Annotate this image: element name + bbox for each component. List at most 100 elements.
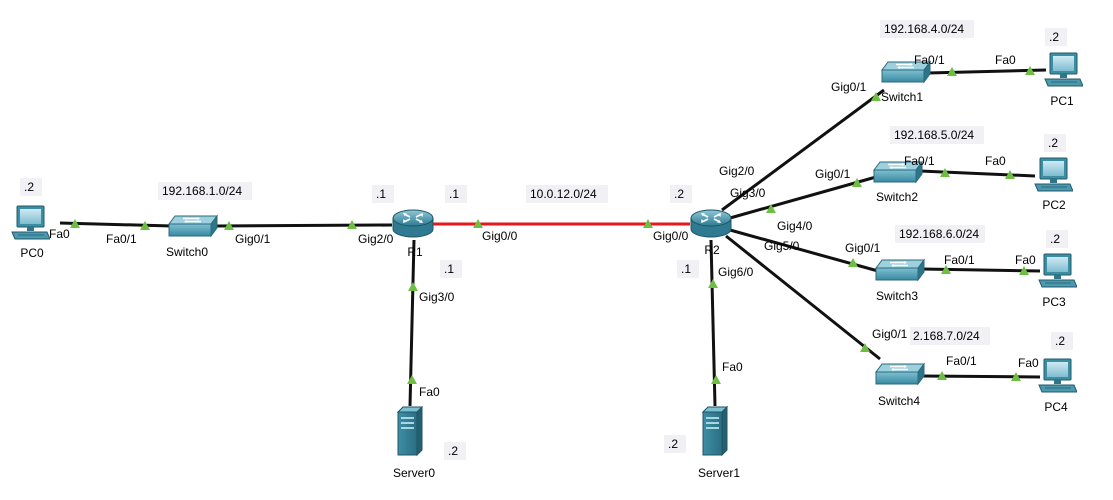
- port-label-r2-gig60: Gig6/0: [718, 265, 754, 279]
- port-indicator-r1-gig30: [408, 282, 418, 291]
- port-label-switch3-gig01: Gig0/1: [845, 241, 881, 255]
- port-label-switch1-fa01: Fa0/1: [914, 53, 945, 67]
- host-label-pc1: .2: [1049, 30, 1059, 44]
- device-pc4[interactable]: [1038, 358, 1077, 393]
- port-indicator-switch2-gig01: [852, 178, 862, 187]
- pc-icon: [1038, 253, 1077, 288]
- port-indicator-r2-gig30: [766, 204, 776, 213]
- network-label-192-168-7: 2.168.7.0/24: [913, 329, 980, 343]
- port-indicator-switch3-fa01: [941, 265, 951, 274]
- device-label-r2: R2: [704, 243, 720, 257]
- network-label-192-168-5: 192.168.5.0/24: [894, 128, 974, 142]
- port-label-r1-gig30: Gig3/0: [419, 290, 455, 304]
- switch-icon: [168, 215, 218, 237]
- port-label-server1-fa0: Fa0: [722, 360, 743, 374]
- port-label-r1-gig20: Gig2/0: [358, 232, 394, 246]
- text-labels: .2 Fa0 Fa0/1 Gig0/1 192.168.1.0/24 .1 Gi…: [24, 22, 1065, 458]
- link-pc0-switch0[interactable]: [59, 221, 173, 228]
- port-indicator-pc3-fa0: [1019, 266, 1029, 275]
- device-label-switch1: Switch1: [881, 90, 923, 104]
- port-label-pc2-fa0: Fa0: [985, 154, 1006, 168]
- device-r1[interactable]: [392, 209, 434, 238]
- device-pc2[interactable]: [1034, 157, 1073, 192]
- port-indicator-switch2-fa01: [940, 168, 950, 177]
- port-label-r2-gig30: Gig3/0: [730, 186, 766, 200]
- links-layer: [59, 68, 1047, 407]
- device-label-switch2: Switch2: [876, 190, 918, 204]
- port-label-switch4-gig01: Gig0/1: [872, 327, 908, 341]
- router-icon: [392, 209, 434, 238]
- pc-icon: [1034, 157, 1073, 192]
- device-pc1[interactable]: [1044, 52, 1083, 87]
- port-indicator-r2-gig60: [708, 279, 718, 288]
- ip-label-r1-gig20: .1: [376, 187, 386, 201]
- port-label-switch0-fa01: Fa0/1: [106, 232, 137, 246]
- host-label-pc3: .2: [1050, 232, 1060, 246]
- port-label-r1-gig00: Gig0/0: [482, 229, 518, 243]
- link-switch0-r1[interactable]: [215, 223, 393, 228]
- device-label-pc4: PC4: [1044, 400, 1068, 414]
- ip-label-r1-gig00: .1: [449, 187, 459, 201]
- device-r2[interactable]: [690, 209, 732, 238]
- port-label-switch4-fa01: Fa0/1: [946, 354, 977, 368]
- device-switch3[interactable]: [875, 259, 925, 281]
- port-indicator-switch3-gig01: [848, 258, 858, 267]
- link-r2-switch1[interactable]: [721, 88, 885, 212]
- host-label-server0: .2: [448, 444, 458, 458]
- port-label-switch3-fa01: Fa0/1: [944, 253, 975, 267]
- port-label-r2-gig20: Gig2/0: [719, 164, 755, 178]
- device-server1[interactable]: [702, 406, 728, 456]
- ip-label-r1-gig30: .1: [444, 262, 454, 276]
- port-label-r2-gig50: Gig5/0: [764, 239, 800, 253]
- port-label-switch2-gig01: Gig0/1: [815, 167, 851, 181]
- link-r2-switch4[interactable]: [725, 234, 881, 361]
- port-label-server0-fa0: Fa0: [419, 385, 440, 399]
- port-indicator-switch0-gig01: [224, 221, 234, 230]
- pc-icon: [11, 205, 50, 240]
- link-r2-switch2[interactable]: [729, 175, 877, 220]
- host-label-pc2: .2: [1048, 136, 1058, 150]
- port-indicator-pc1-fa0: [1025, 66, 1035, 75]
- server-icon: [702, 406, 728, 456]
- device-server0[interactable]: [397, 406, 423, 456]
- port-indicator-server1-fa0: [711, 375, 721, 384]
- device-switch4[interactable]: [875, 363, 925, 385]
- pc-icon: [1044, 52, 1083, 87]
- port-indicator-r2-gig00: [643, 219, 653, 228]
- device-label-switch3: Switch3: [876, 289, 918, 303]
- port-label-pc4-fa0: Fa0: [1018, 356, 1039, 370]
- network-label-192-168-1: 192.168.1.0/24: [162, 184, 242, 198]
- link-switch3-pc3[interactable]: [921, 267, 1041, 273]
- network-label-192-168-6: 192.168.6.0/24: [899, 227, 979, 241]
- port-indicator-switch0-fa01: [140, 221, 150, 230]
- link-switch2-pc2[interactable]: [919, 169, 1036, 178]
- port-indicator-pc0-fa0: [70, 219, 80, 228]
- device-pc0[interactable]: [11, 205, 50, 240]
- port-indicators: [70, 66, 1035, 384]
- network-label-10-0-12: 10.0.12.0/24: [530, 187, 597, 201]
- port-label-pc3-fa0: Fa0: [1015, 253, 1036, 267]
- port-label-pc0-fa0: Fa0: [49, 227, 70, 241]
- port-indicator-switch4-fa01: [937, 371, 947, 380]
- host-label-pc0: .2: [24, 180, 34, 194]
- port-indicator-switch1-gig01: [871, 92, 881, 101]
- device-label-switch0: Switch0: [166, 245, 208, 259]
- port-label-r2-gig40: Gig4/0: [777, 219, 813, 233]
- device-pc3[interactable]: [1038, 253, 1077, 288]
- port-indicator-pc2-fa0: [1005, 170, 1015, 179]
- link-switch1-pc1[interactable]: [927, 68, 1047, 75]
- router-icon: [690, 209, 732, 238]
- device-label-switch4: Switch4: [878, 394, 920, 408]
- host-label-server1: .2: [668, 437, 678, 451]
- ip-label-r2-gig00: .2: [674, 187, 684, 201]
- device-switch0[interactable]: [168, 215, 218, 237]
- device-label-server0: Server0: [393, 466, 435, 480]
- device-labels: PC0 Switch0 R1 Server0 R2 Server1 Switch…: [20, 90, 1074, 480]
- port-indicator-r1-gig00: [473, 219, 483, 228]
- server-icon: [397, 406, 423, 456]
- device-label-pc1: PC1: [1050, 94, 1074, 108]
- device-label-server1: Server1: [698, 466, 740, 480]
- pc-icon: [1038, 358, 1077, 393]
- port-label-switch2-fa01: Fa0/1: [904, 154, 935, 168]
